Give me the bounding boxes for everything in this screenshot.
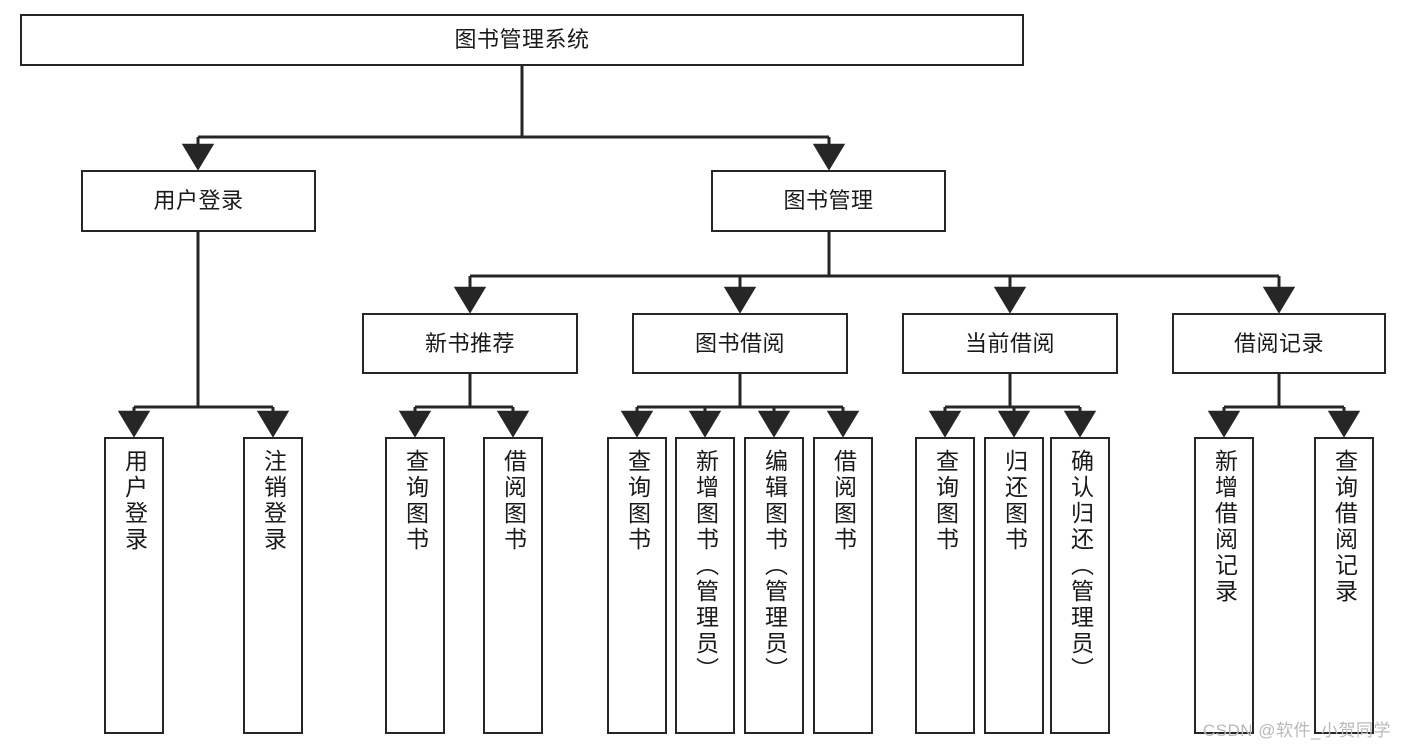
node-leaf-query-record-label: 查询借阅记录 — [1331, 449, 1358, 605]
node-book-manage[interactable]: 图书管理 — [711, 170, 946, 232]
node-leaf-user-login[interactable]: 用户登录 — [104, 437, 164, 734]
node-current-borrow[interactable]: 当前借阅 — [902, 313, 1118, 374]
node-leaf-borrow-book-2[interactable]: 借阅图书 — [813, 437, 873, 734]
node-leaf-return-book[interactable]: 归还图书 — [984, 437, 1044, 734]
node-leaf-borrow-book-2-label: 借阅图书 — [830, 449, 857, 553]
node-leaf-add-record-label: 新增借阅记录 — [1211, 449, 1238, 605]
node-leaf-user-login-label: 用户登录 — [121, 449, 148, 553]
node-leaf-query-record[interactable]: 查询借阅记录 — [1314, 437, 1374, 734]
node-leaf-query-book-3[interactable]: 查询图书 — [915, 437, 975, 734]
node-book-borrow[interactable]: 图书借阅 — [632, 313, 848, 374]
node-leaf-edit-book-label: 编辑图书（管理员） — [761, 449, 788, 683]
node-leaf-borrow-book-1[interactable]: 借阅图书 — [483, 437, 543, 734]
node-leaf-return-book-label: 归还图书 — [1001, 449, 1028, 553]
node-new-book-recommend[interactable]: 新书推荐 — [362, 313, 578, 374]
node-leaf-query-book-2[interactable]: 查询图书 — [607, 437, 667, 734]
watermark: CSDN @软件_小贺同学 — [1202, 721, 1391, 740]
node-book-borrow-label: 图书借阅 — [694, 330, 785, 356]
node-leaf-query-book-2-label: 查询图书 — [624, 449, 651, 553]
node-leaf-add-book[interactable]: 新增图书（管理员） — [675, 437, 735, 734]
node-current-borrow-label: 当前借阅 — [964, 330, 1055, 356]
node-leaf-confirm-return[interactable]: 确认归还（管理员） — [1050, 437, 1110, 734]
node-root-label: 图书管理系统 — [454, 27, 590, 53]
node-leaf-query-book-1[interactable]: 查询图书 — [385, 437, 445, 734]
node-borrow-record[interactable]: 借阅记录 — [1172, 313, 1386, 374]
node-leaf-edit-book[interactable]: 编辑图书（管理员） — [744, 437, 804, 734]
node-leaf-query-book-3-label: 查询图书 — [932, 449, 959, 553]
node-leaf-confirm-return-label: 确认归还（管理员） — [1067, 449, 1094, 683]
node-user-login-label: 用户登录 — [153, 188, 244, 214]
node-user-login[interactable]: 用户登录 — [81, 170, 316, 232]
node-leaf-query-book-1-label: 查询图书 — [402, 449, 429, 553]
node-leaf-user-logout[interactable]: 注销登录 — [243, 437, 303, 734]
node-book-manage-label: 图书管理 — [783, 188, 874, 214]
node-leaf-borrow-book-1-label: 借阅图书 — [500, 449, 527, 553]
node-root[interactable]: 图书管理系统 — [20, 14, 1024, 66]
node-new-book-recommend-label: 新书推荐 — [424, 330, 515, 356]
node-borrow-record-label: 借阅记录 — [1233, 330, 1324, 356]
node-leaf-add-book-label: 新增图书（管理员） — [692, 449, 719, 683]
node-leaf-add-record[interactable]: 新增借阅记录 — [1194, 437, 1254, 734]
node-leaf-user-logout-label: 注销登录 — [260, 449, 287, 553]
